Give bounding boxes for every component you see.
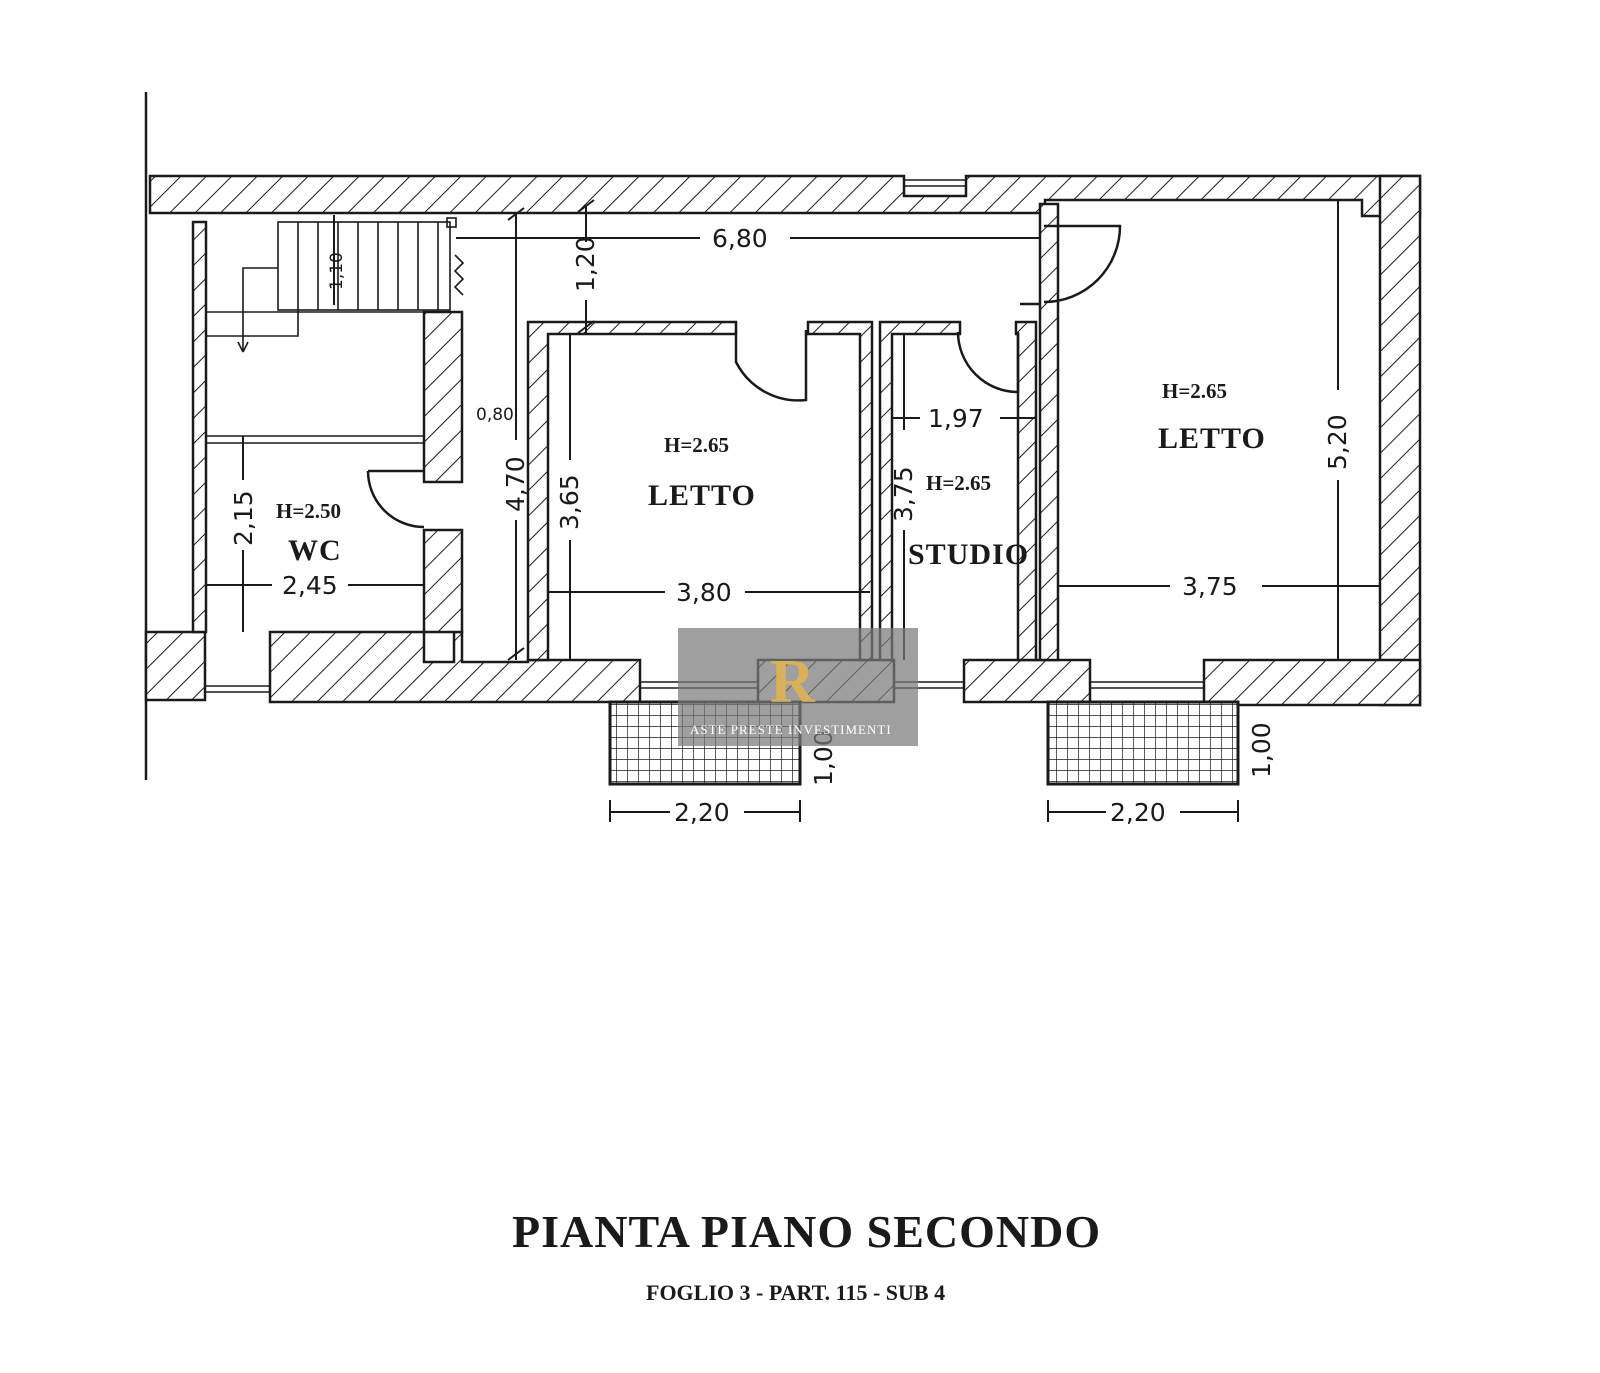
dim-letto2-depth: 5,20 (1323, 414, 1352, 470)
wc-height-label: H=2.50 (276, 499, 341, 523)
dim-studio-depth: 3,75 (889, 466, 918, 522)
dim-corridor-depth: 4,70 (501, 456, 530, 512)
dim-letto2-width: 3,75 (1182, 572, 1238, 601)
studio-name-label: STUDIO (908, 538, 1029, 571)
balcony-right (1046, 700, 1240, 786)
watermark-logo: R (770, 648, 816, 716)
letto1-name-label: LETTO (648, 479, 756, 512)
dim-wc-depth: 2,15 (229, 490, 258, 546)
dimension-lines (206, 199, 1380, 822)
wc-name-label: WC (288, 534, 342, 567)
dim-letto1-width: 3,80 (676, 578, 732, 607)
dim-stair-width: 1,10 (327, 252, 347, 290)
letto1-height-label: H=2.65 (664, 433, 729, 457)
dim-wc-width: 2,45 (282, 571, 338, 600)
dim-passage: 0,80 (476, 405, 514, 425)
page-subtitle: FOGLIO 3 - PART. 115 - SUB 4 (646, 1280, 945, 1305)
dim-balcony2-width: 2,20 (1110, 798, 1166, 827)
dim-balcony1-width: 2,20 (674, 798, 730, 827)
doors (366, 224, 1122, 529)
watermark: R ASTE PRESTE INVESTIMENTI (678, 628, 918, 746)
dim-letto1-depth: 3,65 (555, 474, 584, 530)
watermark-text: ASTE PRESTE INVESTIMENTI (690, 722, 892, 737)
staircase (206, 217, 465, 353)
top-window (904, 179, 966, 187)
dim-corridor-width: 1,20 (571, 236, 600, 292)
letto2-height-label: H=2.65 (1162, 379, 1227, 403)
dim-studio-width: 1,97 (928, 404, 984, 433)
letto2-name-label: LETTO (1158, 422, 1266, 455)
dim-corridor-length: 6,80 (712, 224, 768, 253)
page-title: PIANTA PIANO SECONDO (512, 1206, 1101, 1257)
dim-balcony2-depth: 1,00 (1247, 722, 1276, 778)
studio-height-label: H=2.65 (926, 471, 991, 495)
